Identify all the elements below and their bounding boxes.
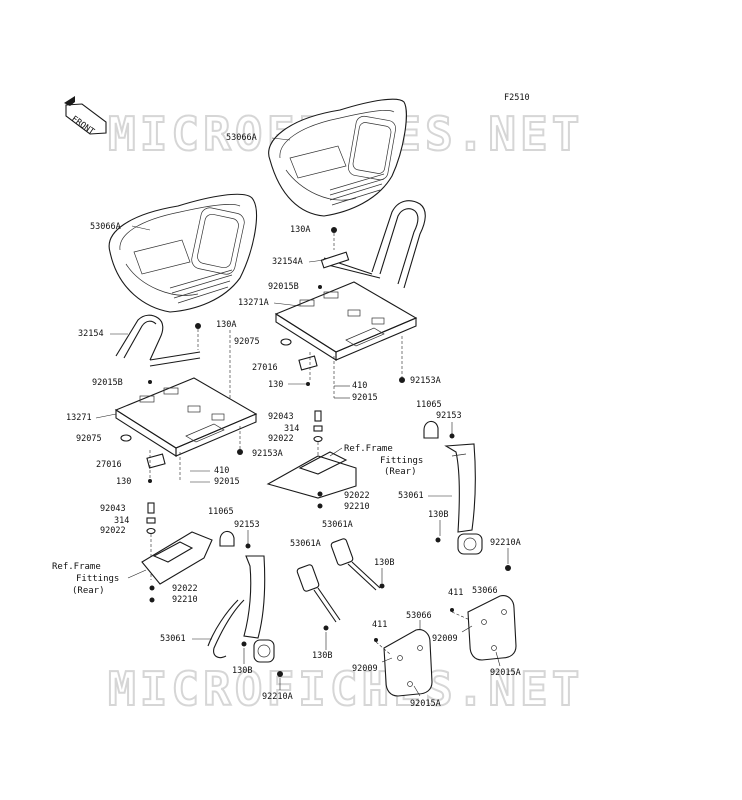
label-bracket-13271: 13271 xyxy=(66,413,92,423)
label-buckle-53061A-c: 53061A xyxy=(322,520,353,530)
label-collar-92022-c2: 92022 xyxy=(344,491,370,501)
belt-53061-r xyxy=(444,443,483,555)
label-bolt-130-r: 130 xyxy=(268,380,283,390)
label-spacer-92043-c: 92043 xyxy=(268,412,294,422)
label-ref-frame-l-2: Fittings xyxy=(76,574,119,584)
label-seat-left: 53066A xyxy=(90,222,121,232)
label-nut-92015-l: 92015 xyxy=(214,477,240,487)
label-washer-92075-r: 92075 xyxy=(234,337,260,347)
buckle-53061A-l xyxy=(296,564,341,623)
label-belt-53061-r: 53061 xyxy=(398,491,424,501)
cap-11065-r xyxy=(423,420,439,439)
front-arrow-icon: FRONT xyxy=(64,96,107,137)
label-bolt-92153-l: 92153 xyxy=(234,520,260,530)
label-bar-32154A: 32154A xyxy=(272,257,303,267)
label-washer-92075-l: 92075 xyxy=(76,434,102,444)
label-ref-frame-c-2: Fittings xyxy=(380,456,423,466)
label-nut-92009-c: 92009 xyxy=(352,664,378,674)
frame-fitting-left xyxy=(141,531,213,585)
label-spacer-92043-l: 92043 xyxy=(100,504,126,514)
label-bolt-92153-r: 92153 xyxy=(436,411,462,421)
label-bar-32154: 32154 xyxy=(78,329,104,339)
label-bolt-130B-r: 130B xyxy=(428,510,448,520)
label-nut-92210A-l: 92210A xyxy=(262,692,293,702)
label-nut-410-l: 410 xyxy=(214,466,229,476)
seat-right xyxy=(268,98,407,217)
seat-left xyxy=(108,193,258,313)
pad-53066-c xyxy=(383,629,433,697)
leader-seat-left xyxy=(131,225,151,231)
label-nut-92210-c: 92210 xyxy=(344,502,370,512)
label-clip-92015B-l: 92015B xyxy=(92,378,123,388)
label-nut-92015A-c: 92015A xyxy=(410,699,441,709)
bracket-13271 xyxy=(114,377,258,457)
leader-seat-right xyxy=(271,137,291,141)
cap-11065-l xyxy=(219,530,235,547)
frame-fitting-center xyxy=(266,455,357,499)
label-part-314-c: 314 xyxy=(284,424,299,434)
label-screw-411-c: 411 xyxy=(372,620,387,630)
label-nut-92210-l: 92210 xyxy=(172,595,198,605)
label-pad-53066-c: 53066 xyxy=(406,611,432,621)
label-ref-frame-l-1: Ref.Frame xyxy=(52,562,101,572)
belt-53061-l xyxy=(207,555,275,663)
label-ref-frame-l-3: (Rear) xyxy=(72,586,105,596)
pad-53066-r xyxy=(467,595,517,661)
label-collar-92022-c: 92022 xyxy=(268,434,294,444)
diagram-code: F2510 xyxy=(504,93,530,103)
label-nut-92210A-r: 92210A xyxy=(490,538,521,548)
label-clip-92015B-r: 92015B xyxy=(268,282,299,292)
label-bracket-13271A: 13271A xyxy=(238,298,269,308)
label-nut-92015-r: 92015 xyxy=(352,393,378,403)
label-nut-92015A-r: 92015A xyxy=(490,668,521,678)
label-cap-11065-l: 11065 xyxy=(208,507,234,517)
label-nut-92153A-r: 92153A xyxy=(410,376,441,386)
label-cap-11065-r: 11065 xyxy=(416,400,442,410)
label-collar-92022-l2: 92022 xyxy=(172,584,198,594)
label-nut-92009-r: 92009 xyxy=(432,634,458,644)
bar-32154 xyxy=(115,314,164,361)
label-bolt-130-l: 130 xyxy=(116,477,131,487)
label-damper-27016-l: 27016 xyxy=(96,460,122,470)
label-bolt-130B-l2: 130B xyxy=(312,651,332,661)
label-nut-92153A-l: 92153A xyxy=(252,449,283,459)
bracket-13271A xyxy=(274,281,418,361)
bar-32154A xyxy=(371,200,426,289)
label-ref-frame-c-3: (Rear) xyxy=(384,467,417,477)
label-bolt-130B-l: 130B xyxy=(232,666,252,676)
label-belt-53061-l: 53061 xyxy=(160,634,186,644)
buckle-53061A-c xyxy=(330,538,381,591)
label-buckle-53061A-l: 53061A xyxy=(290,539,321,549)
label-bolt-130A-mid: 130A xyxy=(216,320,236,330)
label-bolt-130B-c: 130B xyxy=(374,558,394,568)
label-part-314-l: 314 xyxy=(114,516,129,526)
label-seat-right: 53066A xyxy=(226,133,257,143)
label-screw-411-r: 411 xyxy=(448,588,463,598)
label-ref-frame-c-1: Ref.Frame xyxy=(344,444,393,454)
label-nut-410-r: 410 xyxy=(352,381,367,391)
label-collar-92022-l: 92022 xyxy=(100,526,126,536)
label-damper-27016-r: 27016 xyxy=(252,363,278,373)
watermark-bottom: MICROFICHES.NET xyxy=(108,662,583,716)
label-pad-53066-r: 53066 xyxy=(472,586,498,596)
label-bolt-130A-top: 130A xyxy=(290,225,310,235)
